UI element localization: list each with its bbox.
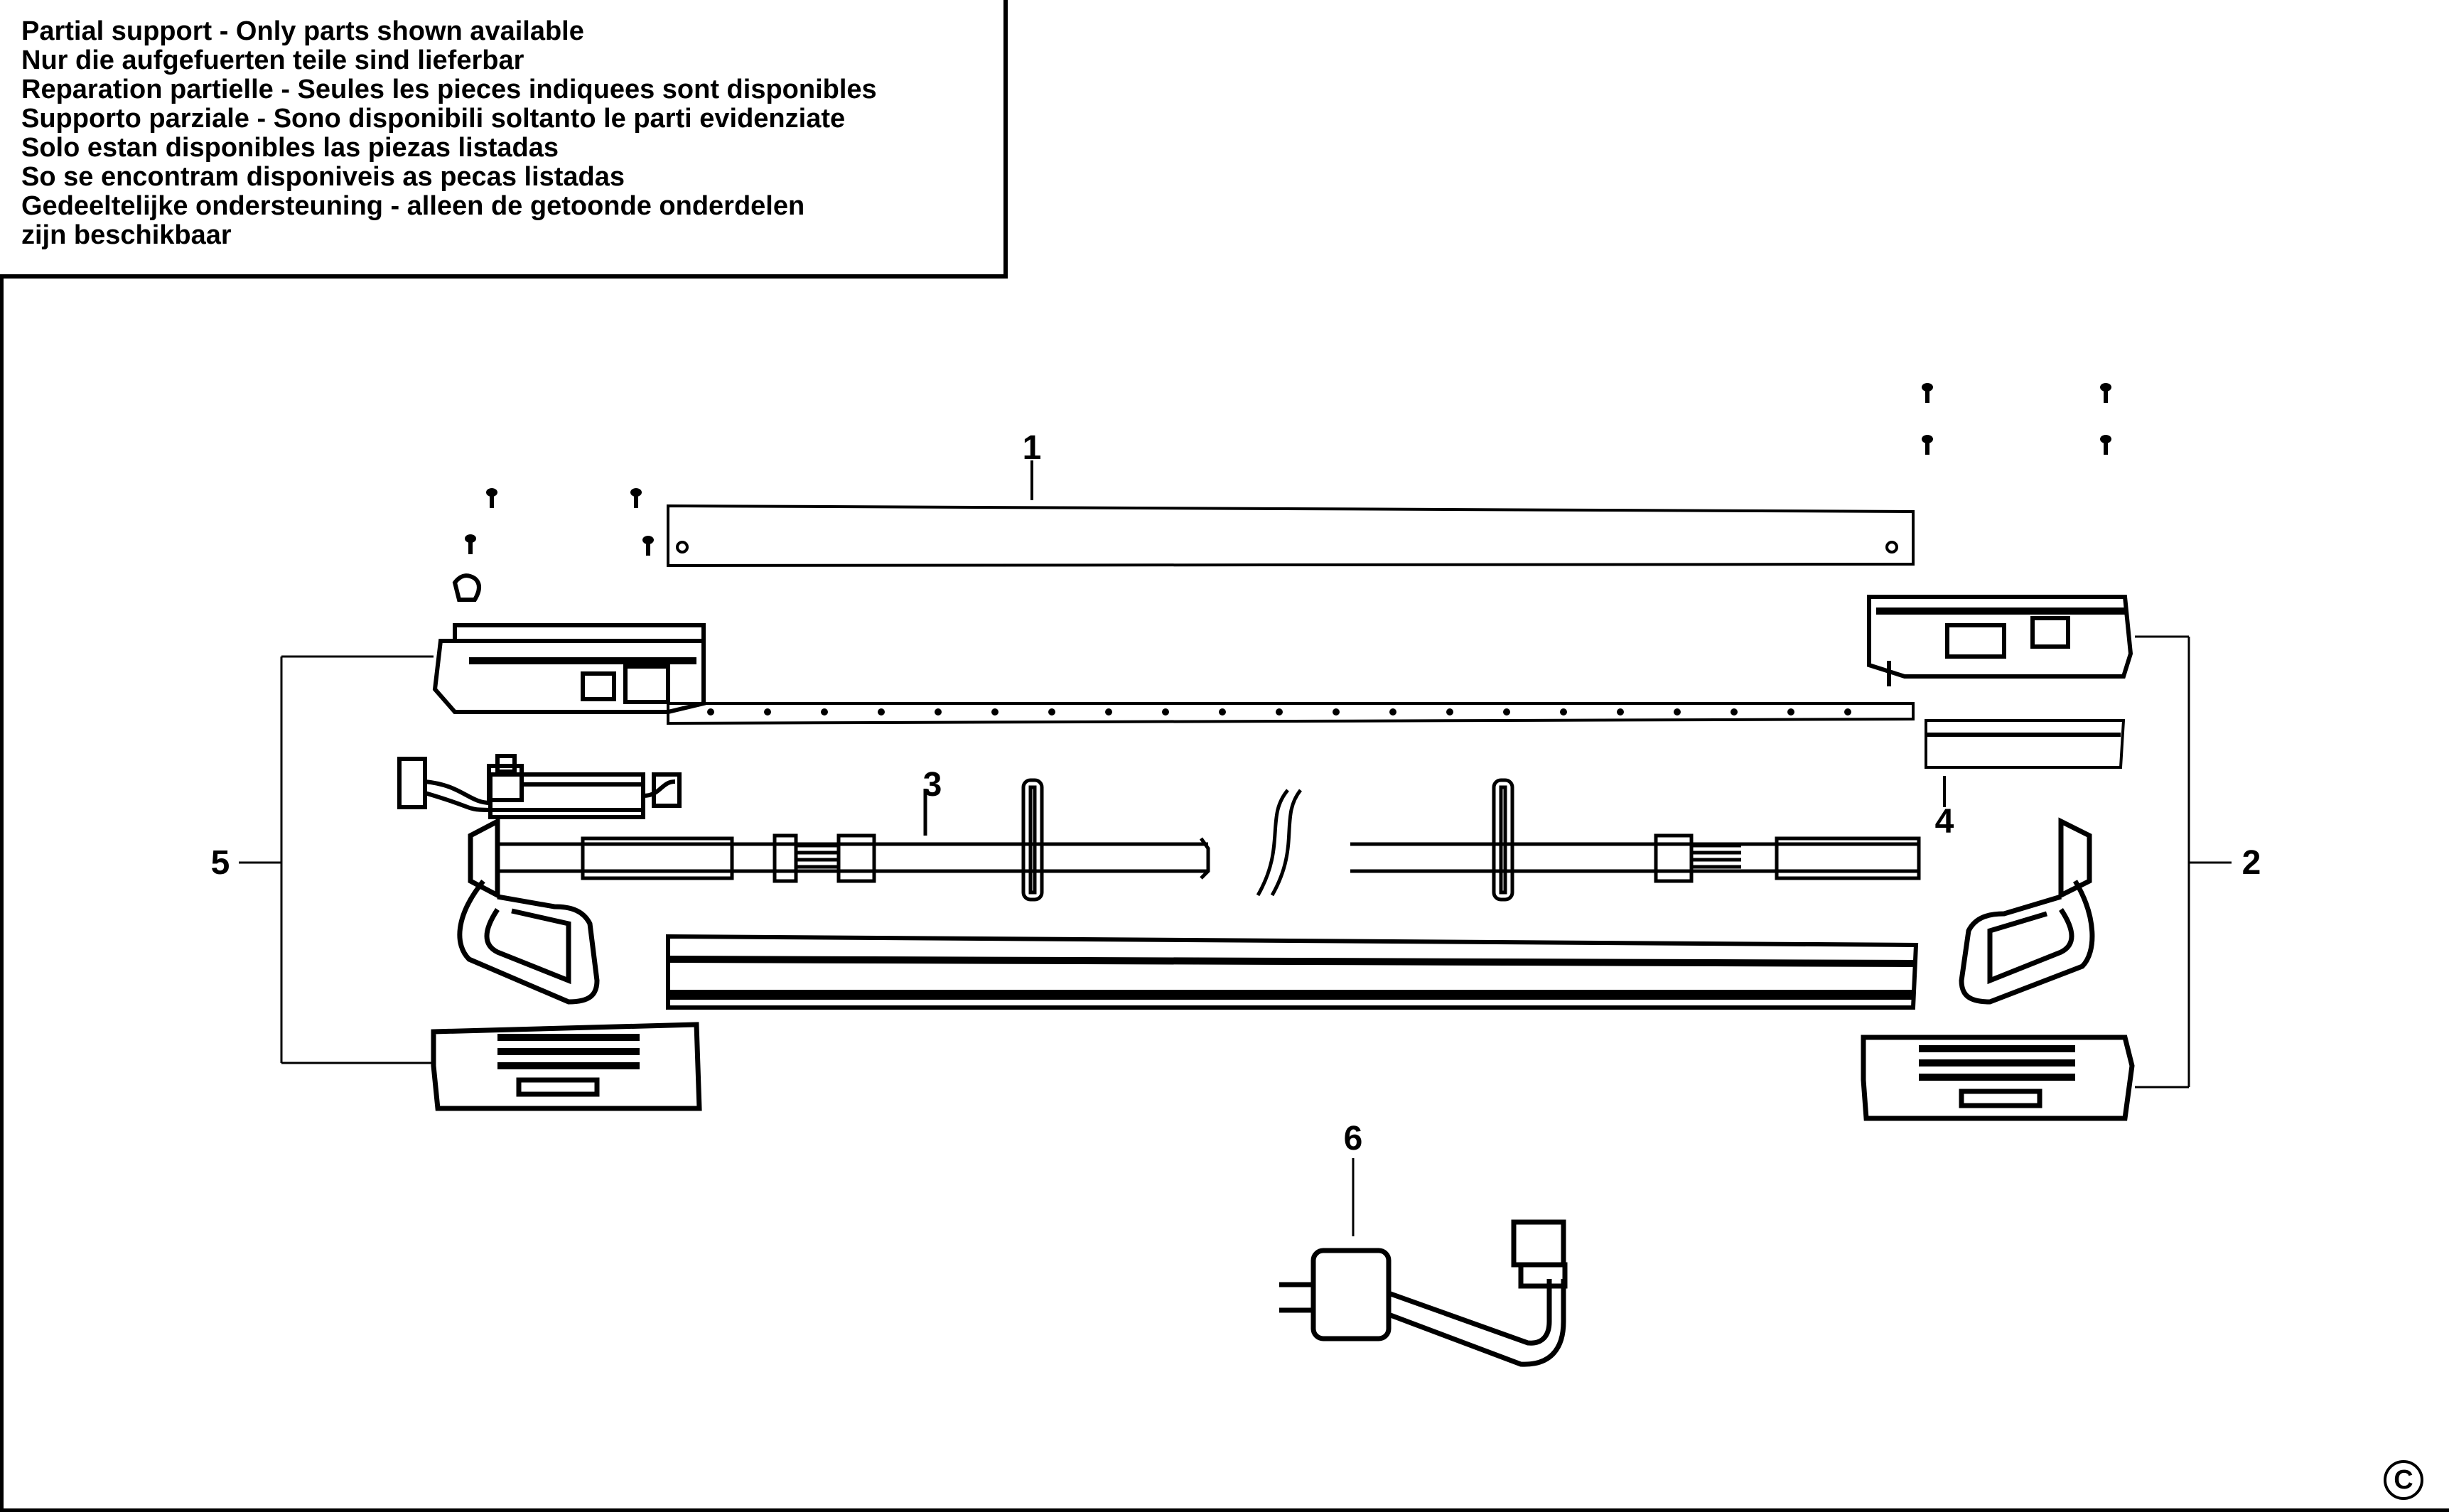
cable-ballast-assembly bbox=[397, 754, 682, 819]
left-handle bbox=[457, 817, 600, 1005]
right-upper-housing bbox=[1867, 595, 2133, 686]
part-3-tube-assembly bbox=[497, 778, 1921, 902]
callout-3: 3 bbox=[923, 766, 942, 804]
bracket-part-2 bbox=[2135, 635, 2232, 1089]
bracket-part-5 bbox=[239, 655, 434, 1064]
callout-4: 4 bbox=[1935, 803, 1954, 841]
notice-line-de: Nur die aufgefuerten teile sind lieferba… bbox=[21, 45, 524, 75]
notice-line-fr: Reparation partielle - Seules les pieces… bbox=[21, 75, 877, 104]
lower-bar bbox=[666, 934, 1919, 1010]
left-upper-housing bbox=[432, 573, 706, 714]
notice-line-en: Partial support - Only parts shown avail… bbox=[21, 16, 584, 46]
notice-line-nl-cont: zijn beschikbaar bbox=[21, 220, 232, 250]
part-1-top-cover bbox=[667, 460, 1915, 568]
callout-5: 5 bbox=[211, 844, 230, 882]
part-6-power-adapter bbox=[1279, 1158, 1568, 1367]
part-4-channel bbox=[1925, 719, 2126, 807]
notice-line-it: Supporto parziale - Sono disponibili sol… bbox=[21, 104, 846, 134]
copyright-symbol: C bbox=[2384, 1460, 2423, 1500]
notice-line-es: Solo estan disponibles las piezas listad… bbox=[21, 133, 559, 163]
callout-2: 2 bbox=[2242, 844, 2261, 882]
notice-line-nl: Gedeeltelijke ondersteuning - alleen de … bbox=[21, 191, 805, 221]
left-lower-housing bbox=[431, 1022, 702, 1111]
screw-set-left bbox=[465, 488, 654, 556]
perforated-rail bbox=[667, 702, 1915, 725]
notice-line-pt: So se encontram disponiveis as pecas lis… bbox=[21, 162, 625, 192]
availability-notice: Partial support - Only parts shown avail… bbox=[0, 0, 1008, 279]
right-lower-housing bbox=[1861, 1035, 2135, 1121]
callout-1: 1 bbox=[1023, 429, 1042, 467]
right-handle bbox=[1959, 817, 2095, 1005]
callout-6: 6 bbox=[1344, 1120, 1363, 1157]
screw-set-right bbox=[1922, 383, 2111, 455]
